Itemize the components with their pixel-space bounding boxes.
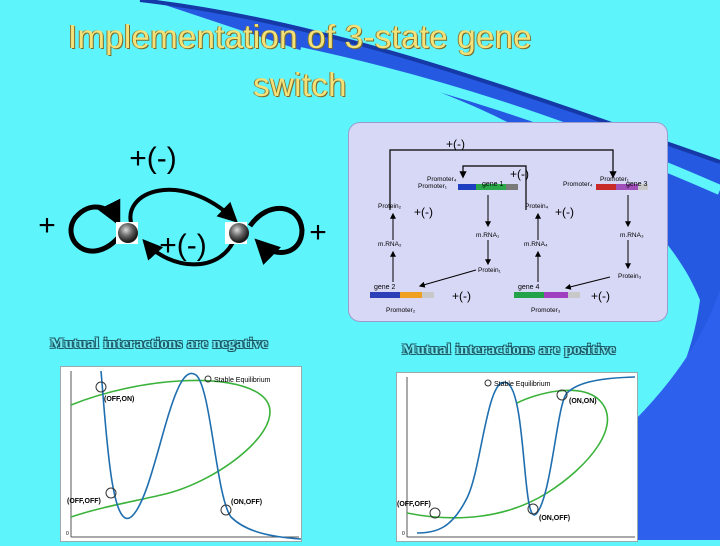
- gene2-tail-segment: [422, 292, 434, 298]
- protein4-label: Protein₄: [525, 203, 549, 210]
- gene4-tail-segment: [568, 292, 580, 298]
- right-blue-nullcline: [416, 376, 636, 534]
- promoter3-label: Promoter₃: [531, 307, 561, 314]
- swoosh-lower-shape: [470, 290, 720, 540]
- promoter1-left-label: Promoter₁: [418, 183, 448, 190]
- gene3-label: gene 3: [626, 181, 648, 188]
- right-caption: Mutual interactions are positive: [402, 342, 616, 358]
- bottom-arc-arrow: [142, 237, 237, 267]
- gene1-segment: [476, 184, 506, 190]
- left-equilibrium-on-off: [220, 504, 232, 516]
- mid-left-label: +(-): [414, 205, 433, 219]
- protein1-label: Protein₁: [478, 267, 502, 274]
- right-self-loop-arrow: [247, 206, 305, 265]
- promoter2-label: Promoter₂: [386, 307, 416, 314]
- top-label: +(-): [446, 137, 465, 151]
- top-feedback-arrow: [389, 149, 617, 210]
- page-title-line-2: switch: [253, 66, 347, 103]
- promoter3-segment-b: [544, 292, 568, 298]
- right-phase-plot: Stable Equilibrium (ON,ON) (OFF,OFF) (ON…: [396, 372, 638, 542]
- left-caption: Mutual interactions are negative: [50, 336, 269, 352]
- promoter1-segment: [458, 184, 476, 190]
- left-self-label: +: [38, 209, 56, 242]
- right-self-label: +: [309, 216, 327, 249]
- left-legend-marker: [204, 375, 212, 383]
- gene-circuit-diagram: +(-) +(-) Promoter₄ Promoter₁ gene 1 Pro…: [370, 137, 648, 314]
- gene4-label: gene 4: [518, 284, 540, 291]
- promoter1-right-label: Promoter₁: [600, 176, 630, 183]
- bottom-right-label: +(-): [591, 289, 610, 303]
- left-equilibrium-off-on: [95, 381, 107, 393]
- right-legend-text: Stable Equilibrium: [494, 381, 551, 388]
- left-label-off-off: (OFF,OFF): [67, 498, 101, 505]
- promoter2-segment: [400, 292, 422, 298]
- left-label-off-on: (OFF,ON): [104, 396, 134, 403]
- right-equilibrium-on-on: [556, 389, 568, 401]
- mrna1-label: m.RNA₁: [476, 232, 500, 239]
- upper-feedback-arrow: [459, 165, 527, 210]
- left-blue-nullcline: [100, 370, 302, 540]
- left-equilibrium-off-off: [105, 487, 117, 499]
- right-label-on-on: (ON,ON): [569, 398, 597, 405]
- gene3-segment: [616, 184, 638, 190]
- top-arc-arrow: [128, 187, 238, 227]
- right-equilibrium-on-off: [527, 503, 539, 515]
- gene1-label: gene 1: [482, 181, 504, 188]
- protein3-label: Protein₃: [618, 273, 642, 280]
- right-label-on-off: (ON,OFF): [539, 515, 570, 522]
- page-title-line-1: Implementation of 3-state gene: [68, 18, 532, 55]
- gene4-segment: [514, 292, 544, 298]
- mrna2-label: m.RNA₂: [378, 241, 402, 248]
- left-label-on-off: (ON,OFF): [231, 499, 262, 506]
- left-self-loop-arrow: [68, 198, 121, 254]
- left-phase-plot-svg: Stable Equilibrium (OFF,ON) (OFF,OFF) (O…: [66, 370, 302, 540]
- protein1-repress-arrow: [418, 269, 477, 288]
- protein2-label: Protein₂: [378, 203, 402, 210]
- mid-right-label: +(-): [555, 205, 574, 219]
- left-green-nullcline: [70, 379, 271, 518]
- promoter3-segment: [596, 184, 616, 190]
- left-phase-plot: Stable Equilibrium (OFF,ON) (OFF,OFF) (O…: [60, 366, 302, 542]
- mrna3-label: m.RNA₃: [620, 232, 644, 239]
- promoter4-label: Promoter₄: [427, 176, 457, 183]
- left-plot-origin: 0: [66, 531, 69, 537]
- left-gene-node: [118, 223, 138, 243]
- left-top-label: +(-): [129, 142, 177, 175]
- gene1-tail-segment: [506, 184, 518, 190]
- right-green-nullcline: [406, 389, 609, 519]
- right-plot-origin: 0: [402, 531, 405, 537]
- gene-circuit-panel: [348, 122, 668, 322]
- left-legend-text: Stable Equilibrium: [214, 377, 271, 384]
- mrna4-label: m.RNA₄: [524, 241, 548, 248]
- gene2-segment: [370, 292, 400, 298]
- upper-label: +(-): [510, 167, 529, 181]
- gene3-tail-segment: [638, 184, 648, 190]
- bottom-left-label: +(-): [452, 289, 471, 303]
- gene2-label: gene 2: [374, 284, 396, 291]
- right-gene-node: [229, 223, 249, 243]
- right-legend-marker: [484, 379, 492, 387]
- right-equilibrium-off-off: [429, 507, 441, 519]
- protein3-repress-arrow: [564, 276, 611, 290]
- left-interaction-diagram: +(-) +(-) + +: [38, 142, 327, 267]
- right-phase-plot-svg: Stable Equilibrium (ON,ON) (OFF,OFF) (ON…: [397, 376, 636, 538]
- promoter4-b-label: Promoter₄: [563, 181, 593, 188]
- right-label-off-off: (OFF,OFF): [397, 501, 431, 508]
